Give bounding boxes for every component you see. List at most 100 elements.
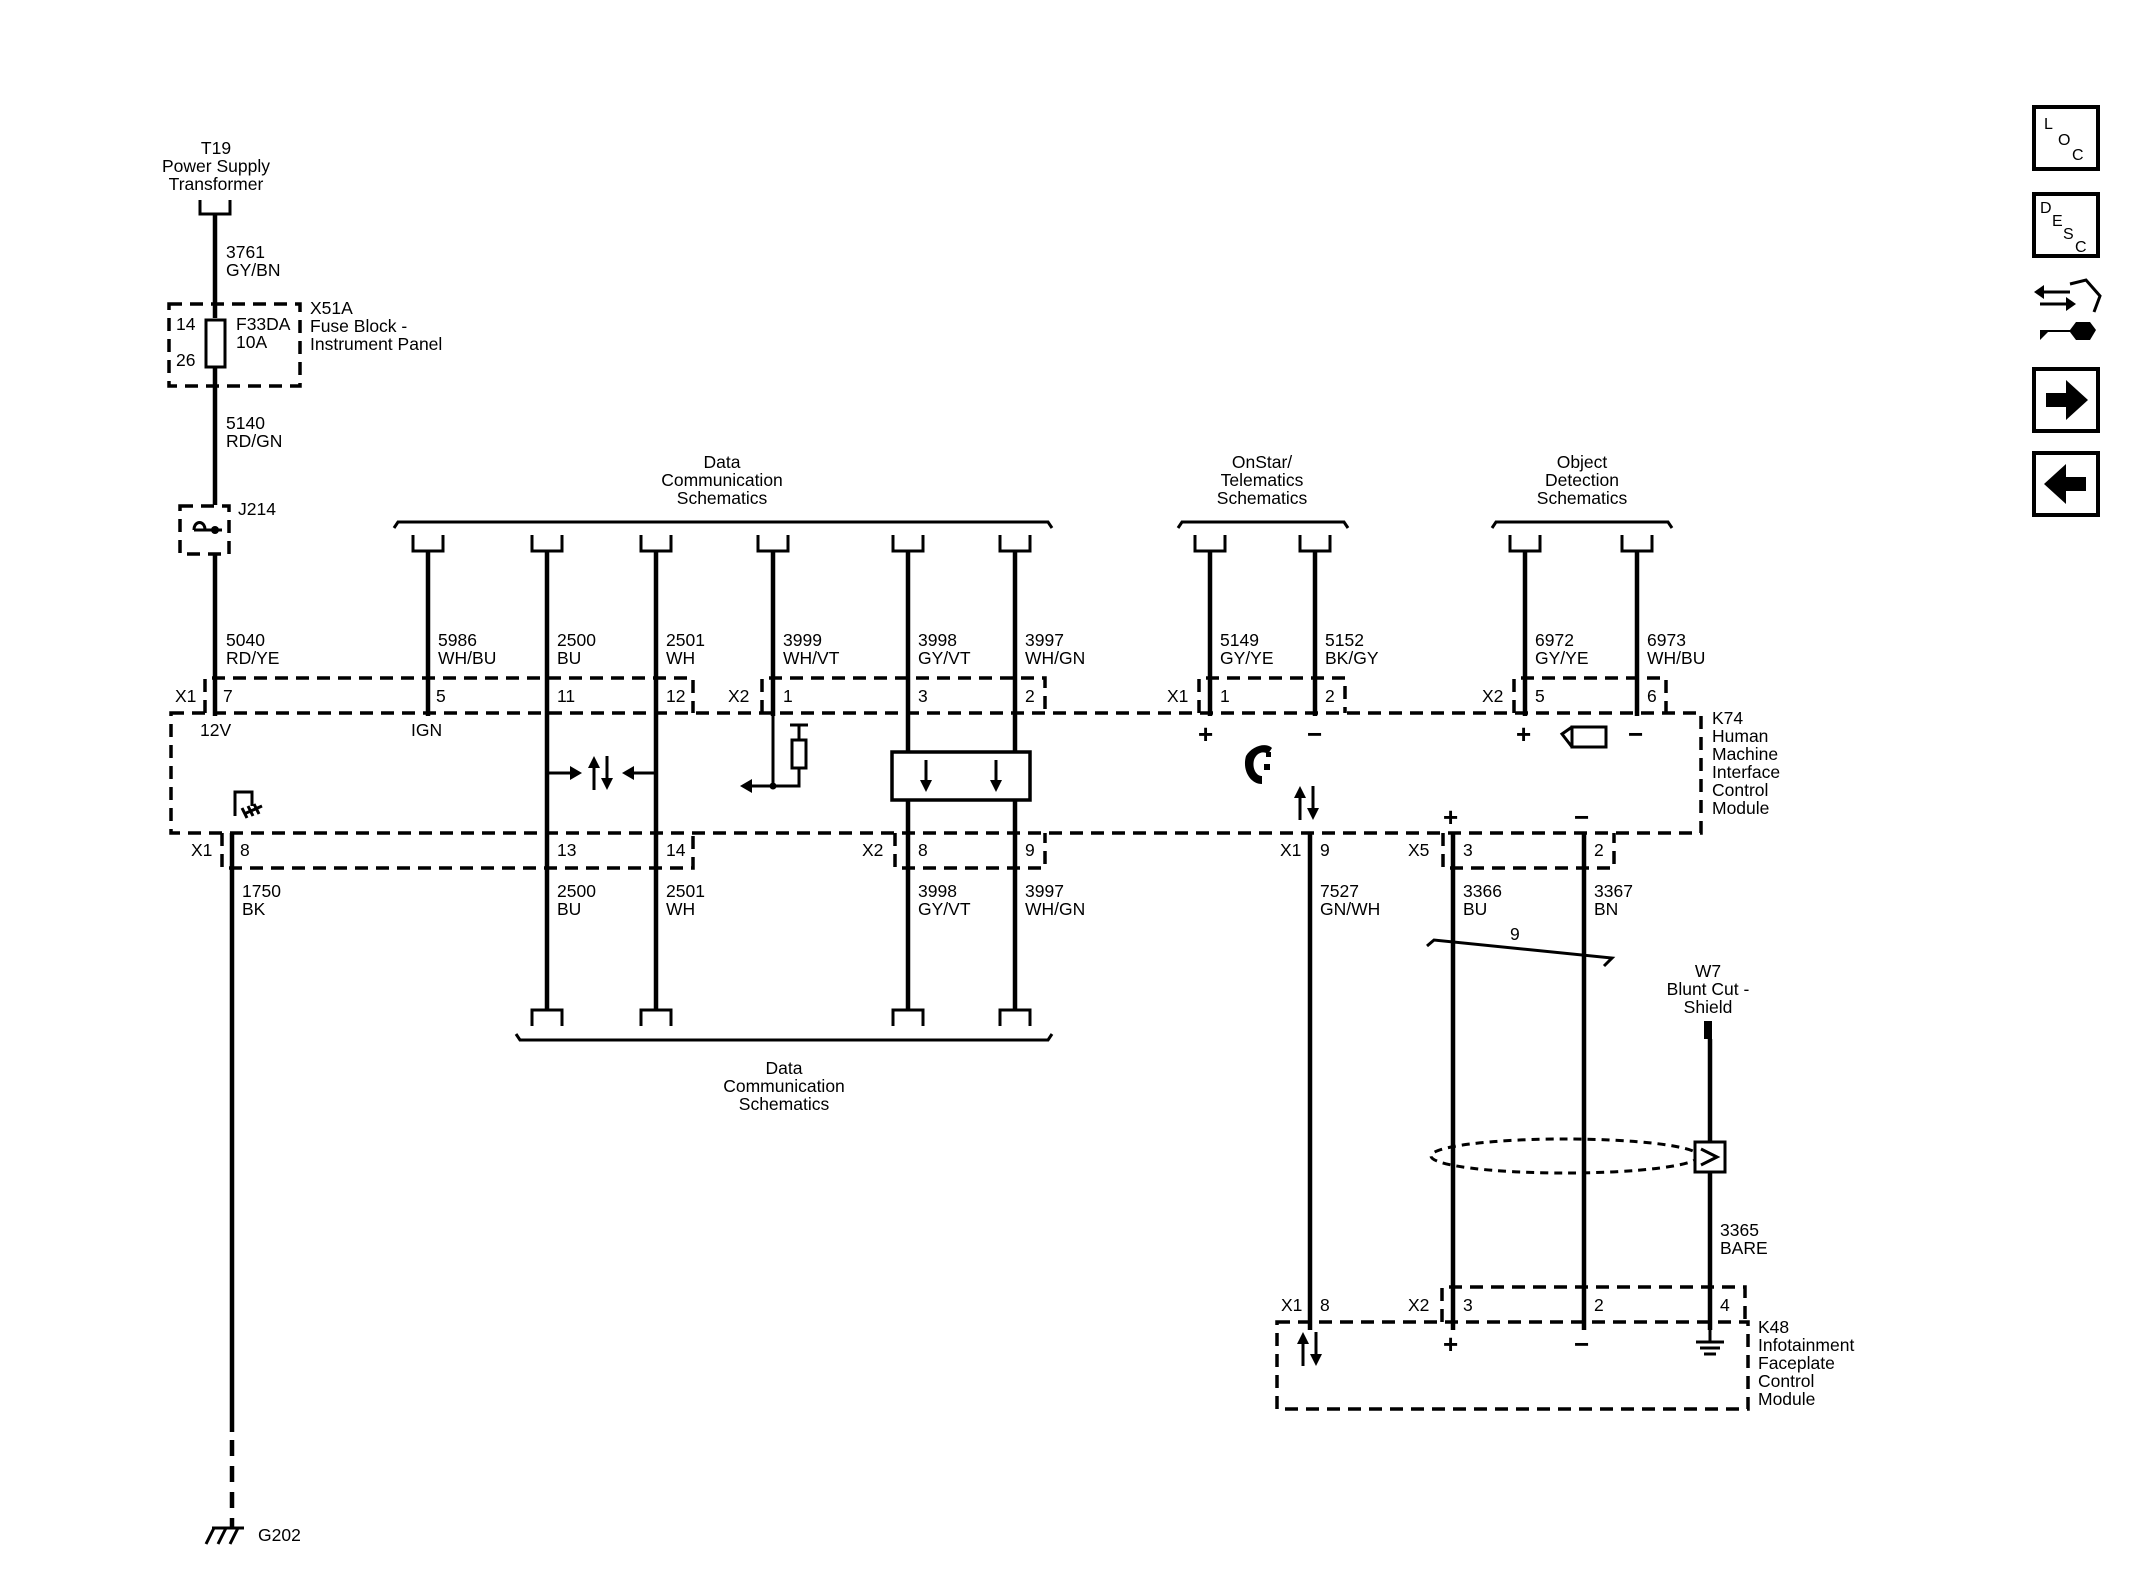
svg-text:6: 6 xyxy=(1647,686,1657,706)
next-page-button[interactable] xyxy=(2032,367,2100,433)
svg-text:2: 2 xyxy=(1025,686,1035,706)
can-bus-transceiver-symbol xyxy=(547,756,656,790)
svg-text:6973: 6973 xyxy=(1647,630,1686,650)
svg-text:X2: X2 xyxy=(1408,1295,1429,1315)
previous-page-button[interactable] xyxy=(2032,451,2100,517)
wire-1750: 1750 BK xyxy=(229,833,281,1528)
svg-text:WH/BU: WH/BU xyxy=(438,648,496,668)
svg-text:Control: Control xyxy=(1758,1371,1814,1391)
svg-text:Instrument Panel: Instrument Panel xyxy=(310,334,442,354)
svg-text:9: 9 xyxy=(1510,924,1520,944)
wire-5140: 5140 RD/GN xyxy=(212,367,282,505)
wire-3365: 3365 BARE xyxy=(1707,1039,1768,1330)
module-k48: K48 Infotainment Faceplate Control Modul… xyxy=(1275,1285,1854,1411)
svg-text:Fuse Block -: Fuse Block - xyxy=(310,316,407,336)
svg-text:X1: X1 xyxy=(1167,686,1188,706)
svg-text:7: 7 xyxy=(223,686,233,706)
svg-text:3366: 3366 xyxy=(1463,881,1502,901)
svg-text:F33DA: F33DA xyxy=(236,314,291,334)
svg-text:GN/WH: GN/WH xyxy=(1320,899,1380,919)
wire-2501-top: 2501 WH xyxy=(653,551,705,1010)
wire-3998-bottom-label: 3998 GY/VT xyxy=(918,881,971,919)
wire-2500-bottom-label: 2500 BU xyxy=(557,881,596,919)
k74-x1-minus: − xyxy=(1307,719,1322,749)
k74-x2-plus: + xyxy=(1516,719,1531,749)
k74-top-connector-x2a: X2 1 3 2 xyxy=(728,676,1047,713)
svg-text:5140: 5140 xyxy=(226,413,265,433)
svg-text:C: C xyxy=(2075,239,2087,256)
svg-text:1: 1 xyxy=(783,686,793,706)
svg-text:2500: 2500 xyxy=(557,881,596,901)
resistor-output-symbol xyxy=(740,716,808,793)
svg-text:Power Supply: Power Supply xyxy=(162,156,270,176)
svg-text:WH/BU: WH/BU xyxy=(1647,648,1705,668)
svg-text:2: 2 xyxy=(1594,840,1604,860)
svg-text:WH/VT: WH/VT xyxy=(783,648,840,668)
splice-j214: J214 xyxy=(178,499,276,556)
svg-text:GY/BN: GY/BN xyxy=(226,260,280,280)
svg-text:BK: BK xyxy=(242,899,266,919)
svg-text:GY/YE: GY/YE xyxy=(1220,648,1274,668)
fuse-f33da xyxy=(204,318,227,369)
svg-text:2501: 2501 xyxy=(666,630,705,650)
svg-text:X5: X5 xyxy=(1408,840,1429,860)
svg-text:GY/VT: GY/VT xyxy=(918,899,971,919)
ref-data-communication-top: Data Communication Schematics xyxy=(392,452,1054,529)
svg-text:14: 14 xyxy=(666,840,686,860)
desc-button[interactable]: D E S C xyxy=(2032,192,2100,258)
svg-text:Transformer: Transformer xyxy=(169,174,264,194)
svg-text:4: 4 xyxy=(1720,1295,1730,1315)
svg-text:11: 11 xyxy=(557,686,575,706)
svg-text:WH/GN: WH/GN xyxy=(1025,648,1085,668)
svg-text:12: 12 xyxy=(666,686,685,706)
svg-text:Object: Object xyxy=(1557,452,1608,472)
wire-2500-top: 2500 BU xyxy=(544,551,596,1010)
svg-text:BU: BU xyxy=(557,648,581,668)
k74-top-connector-x2b: X2 5 6 xyxy=(1482,676,1668,713)
svg-text:WH: WH xyxy=(666,899,695,919)
ref-onstar-telematics: OnStar/ Telematics Schematics xyxy=(1176,452,1350,529)
diagnostic-connector-icon[interactable] xyxy=(2034,278,2102,340)
svg-text:GY/YE: GY/YE xyxy=(1535,648,1589,668)
k74-x5-plus: + xyxy=(1443,802,1458,832)
fuse-block-instrument-panel: 14 26 F33DA 10A X51A Fuse Block - Instru… xyxy=(167,298,442,388)
svg-text:5986: 5986 xyxy=(438,630,477,650)
wire-3366: 3366 BU xyxy=(1450,833,1502,1330)
svg-text:9: 9 xyxy=(1320,840,1330,860)
svg-text:5149: 5149 xyxy=(1220,630,1259,650)
svg-text:WH/GN: WH/GN xyxy=(1025,899,1085,919)
svg-text:RD/GN: RD/GN xyxy=(226,431,282,451)
svg-text:K74: K74 xyxy=(1712,708,1743,728)
svg-text:8: 8 xyxy=(1320,1295,1330,1315)
k48-minus: − xyxy=(1574,1329,1589,1359)
svg-text:1750: 1750 xyxy=(242,881,281,901)
svg-text:Module: Module xyxy=(1712,798,1769,818)
svg-text:Blunt Cut -: Blunt Cut - xyxy=(1667,979,1750,999)
svg-text:Data: Data xyxy=(704,452,741,472)
svg-text:Detection: Detection xyxy=(1545,470,1619,490)
k74-ground-symbol xyxy=(233,790,263,819)
svg-text:X2: X2 xyxy=(862,840,883,860)
k74-x2-minus: − xyxy=(1628,719,1643,749)
svg-text:3: 3 xyxy=(1463,1295,1473,1315)
svg-text:BU: BU xyxy=(557,899,581,919)
k48-plus: + xyxy=(1443,1329,1458,1359)
svg-text:2: 2 xyxy=(1594,1295,1604,1315)
k74-x1-plus: + xyxy=(1198,719,1213,749)
wire-5152: 5152 BK/GY xyxy=(1312,551,1379,716)
svg-text:3999: 3999 xyxy=(783,630,822,650)
speaker-icon xyxy=(1559,725,1608,749)
svg-text:2500: 2500 xyxy=(557,630,596,650)
svg-text:5: 5 xyxy=(436,686,446,706)
k48-chassis-ground-icon xyxy=(1696,1330,1724,1356)
svg-text:Schematics: Schematics xyxy=(739,1094,830,1114)
loc-button[interactable]: L O C xyxy=(2032,105,2100,171)
svg-text:3761: 3761 xyxy=(226,242,265,262)
svg-text:X2: X2 xyxy=(1482,686,1503,706)
svg-text:5040: 5040 xyxy=(226,630,265,650)
ref-data-communication-bottom: Data Communication Schematics xyxy=(514,1033,1054,1114)
k74-bottom-connector-x1a: X1 8 13 14 xyxy=(191,833,695,870)
svg-text:3998: 3998 xyxy=(918,881,957,901)
svg-text:26: 26 xyxy=(176,350,195,370)
wire-5986: 5986 WH/BU xyxy=(425,551,496,716)
